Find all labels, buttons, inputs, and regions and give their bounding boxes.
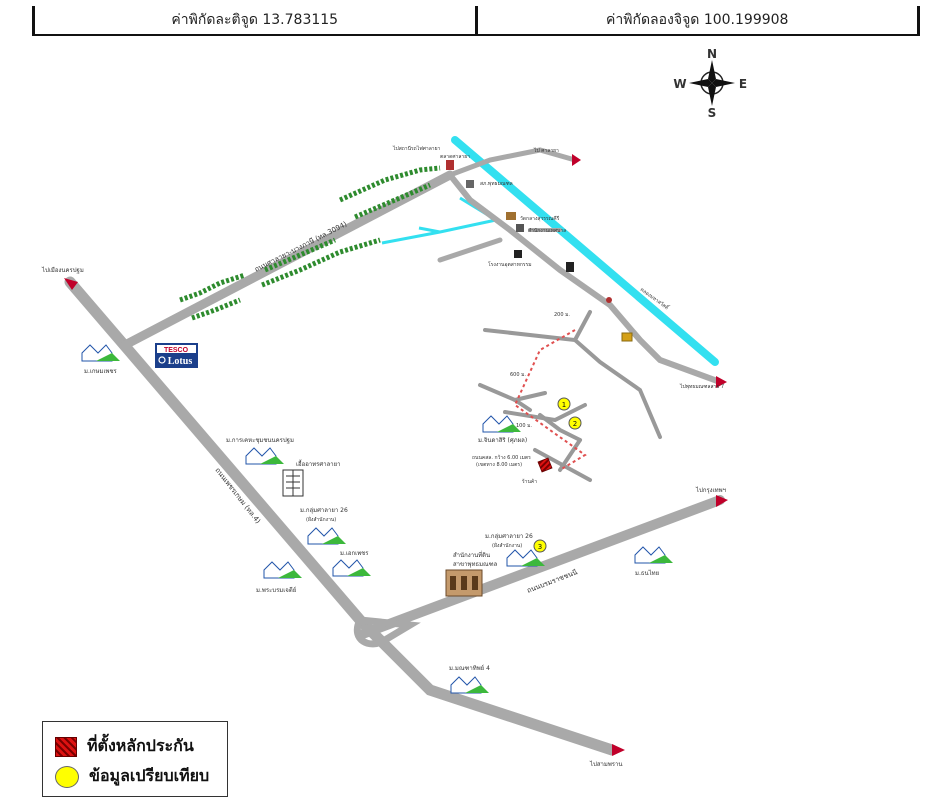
parcel-symbol-icon — [55, 736, 77, 757]
label-to-sala-ya: ไป ศาลายา — [533, 147, 559, 154]
label-land-office-2: สาขาพุทธมณฑล — [453, 561, 498, 568]
collateral-parcel-marker — [537, 457, 553, 473]
minor-roads — [478, 310, 662, 482]
label-market: ตลาดศาลายา — [440, 154, 470, 160]
land-office-building-icon: สำนักงานที่ดิน สาขาพุทธมณฑล — [445, 551, 498, 597]
road-notes: ถนนคสล. กว้าง 6.00 เมตร (เขตทาง 8.00 เมต… — [472, 312, 570, 485]
compare-symbol-icon — [55, 765, 79, 788]
label-dist-1: 200 ม. — [554, 312, 570, 318]
arrow-to-bangkok — [716, 495, 728, 507]
house-icon-26b — [506, 549, 545, 567]
arrow-to-sam-phran — [612, 744, 625, 756]
map-legend: ที่ตั้งหลักประกัน ข้อมูลเปรียบเทียบ — [42, 721, 228, 797]
svg-text:ม.เกษมเพชร: ม.เกษมเพชร — [84, 368, 118, 375]
label-dorm: เอื้ออาทรศาลายา — [296, 458, 341, 468]
house-icon-target — [482, 415, 521, 433]
svg-text:TESCO: TESCO — [164, 347, 189, 354]
coordinate-bar: ค่าพิกัดละติจูด 13.783115 ค่าพิกัดลองจิจ… — [32, 6, 920, 36]
office-icon — [516, 224, 524, 232]
label-dist-2: 600 ม. — [510, 372, 526, 378]
legend-parcel-label: ที่ตั้งหลักประกัน — [87, 736, 194, 755]
house-icon-kanchana — [245, 447, 284, 465]
label-to-bangkok: ไปกรุงเทพฯ — [695, 486, 726, 494]
house-icon-rim: ม.พระบรมเจดีย์ — [256, 561, 302, 594]
label-village-bottom: ม.มณฑาทิพย์ 4 — [449, 664, 490, 672]
label-dist-3: 100 ม. — [516, 423, 532, 429]
school-icon — [466, 180, 474, 188]
label-village-26: ม.กลุ่มศาลายา 26 — [300, 507, 348, 514]
svg-text:1: 1 — [562, 401, 566, 409]
label-village-26b: ม.กลุ่มศาลายา 26 — [485, 533, 533, 540]
label-shop: ร้านค้า — [522, 478, 538, 485]
arrow-to-nakhon-pathom — [64, 278, 78, 290]
legend-compare-label: ข้อมูลเปรียบเทียบ — [89, 766, 210, 785]
arrow-to-sala-ya — [572, 154, 581, 166]
direction-arrows — [64, 154, 728, 756]
compass-e: E — [739, 77, 747, 91]
tesco-lotus-logo: TESCO Lotus — [155, 343, 198, 368]
legend-row-compare: ข้อมูลเปรียบเทียบ — [55, 764, 209, 789]
house-icon-suan: ม.ธนไทย — [634, 546, 673, 577]
factory2-icon — [566, 262, 574, 272]
villages: ม.เกษมเพชร ม.การเคหะชุมชนนครปฐม ม.กลุ่มศ… — [81, 344, 673, 694]
access-route — [513, 329, 587, 471]
housing-rows — [179, 165, 441, 321]
landmark-icon — [621, 332, 633, 342]
label-village-kanchana: ม.การเคหะชุมชนนครปฐม — [226, 437, 294, 444]
compass-s: S — [708, 106, 717, 120]
label-road-3094: ถนนศาลายา-บางภาษี (ทล.3094) — [253, 220, 348, 274]
comparison-marker-2: 2 — [568, 416, 582, 430]
house-icon-26 — [307, 527, 346, 545]
label-to-sam-phran: ไปสามพราน — [589, 760, 622, 768]
compass-n: N — [707, 47, 717, 61]
roads — [64, 147, 725, 756]
label-to-phutthamonthon: ไปพุทธมณฑลสาย 7 — [679, 383, 724, 390]
svg-text:Lotus: Lotus — [168, 356, 193, 367]
compass-w: W — [673, 77, 686, 91]
arrow-to-phutthamonthon — [716, 376, 727, 388]
label-school: สภ.พุทธมณฑล — [480, 181, 513, 187]
svg-text:2: 2 — [573, 420, 577, 428]
comparison-marker-1: 1 — [557, 397, 571, 411]
label-road-note: ถนนคสล. กว้าง 6.00 เมตร — [472, 454, 531, 461]
latitude-label: ค่าพิกัดละติจูด 13.783115 — [171, 12, 339, 28]
house-icon-kasem: ม.เกษมเพชร — [81, 344, 120, 375]
label-road-note-2: (เขตทาง 8.00 เมตร) — [476, 462, 522, 468]
label-to-station: ไปสถานีรถไฟศาลายา — [392, 145, 441, 152]
label-factory: โรงงานอุตสาหกรรม — [488, 261, 532, 268]
label-office: สำนักงานเทศบาล — [528, 228, 566, 234]
legend-row-parcel: ที่ตั้งหลักประกัน — [55, 734, 194, 759]
svg-text:ม.พระบรมเจดีย์: ม.พระบรมเจดีย์ — [256, 586, 296, 594]
label-village-target: ม.จินดาสิริ (ศุภผล) — [478, 437, 527, 444]
road-labels: ไปเมืองนครปฐม ไปสามพราน ไปกรุงเทพฯ ไปพุท… — [41, 145, 726, 768]
compass-rose-icon: N S E W — [673, 47, 747, 120]
dorm-building-icon: เอื้ออาทรศาลายา — [282, 458, 341, 497]
label-temple: วัดกลางสุวรรณคีรี — [520, 215, 560, 222]
market-icon — [446, 160, 454, 170]
label-to-nakhon-pathom: ไปเมืองนครปฐม — [41, 266, 84, 274]
factory-icon — [514, 250, 522, 258]
longitude-label: ค่าพิกัดลองจิจูด 100.199908 — [474, 6, 918, 34]
label-village-kongkan: ม.เอกเพชร — [340, 550, 369, 557]
temple-icon — [506, 212, 516, 220]
svg-text:ม.ธนไทย: ม.ธนไทย — [635, 569, 659, 577]
svg-text:3: 3 — [538, 543, 542, 551]
label-village-26-sub: (ฝั่งสำนักงาน) — [306, 516, 336, 523]
comparison-markers: 1 2 3 — [533, 397, 582, 553]
label-land-office: สำนักงานที่ดิน — [453, 551, 490, 559]
label-village-26b-sub: (ฝั่งสำนักงาน) — [492, 542, 522, 549]
landmarks: ตลาดศาลายา สภ.พุทธมณฑล วัดกลางสุวรรณคีรี… — [440, 154, 612, 303]
canal — [381, 136, 719, 366]
pin-icon — [606, 297, 612, 303]
comparison-marker-3: 3 — [533, 539, 547, 553]
house-icon-kongkan — [332, 559, 371, 577]
house-icon-bottom — [450, 676, 489, 694]
